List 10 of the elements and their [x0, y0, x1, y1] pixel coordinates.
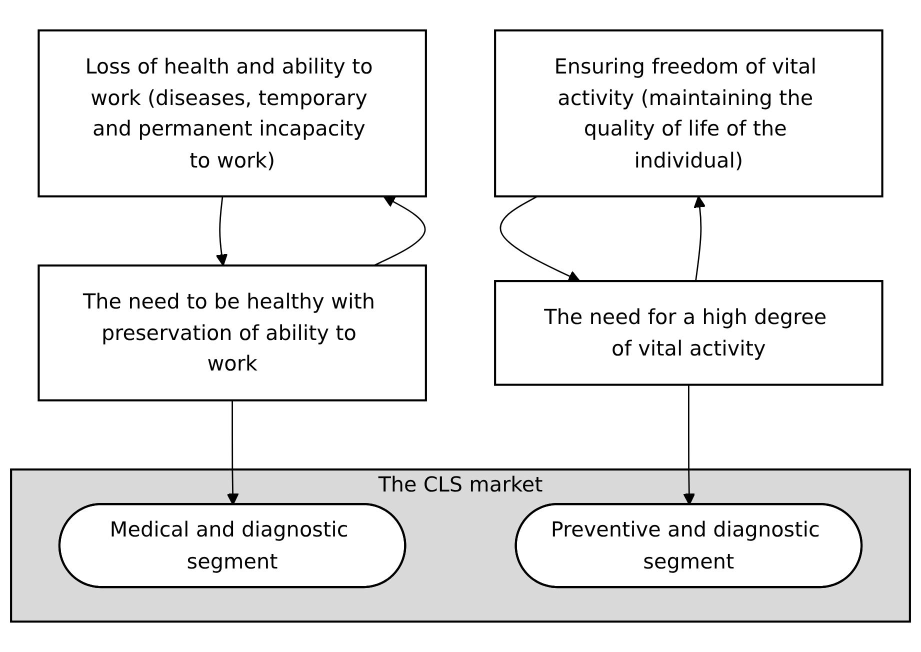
- arrow: [683, 384, 696, 506]
- arrow: [500, 196, 580, 282]
- node-box: Loss of health and ability to work (diseases, temporary and permanent incapacity to work): [38, 29, 427, 198]
- arrow: [374, 196, 426, 266]
- node-box: The need for a high degree of vital activity: [494, 280, 884, 386]
- arrow: [226, 400, 239, 506]
- node-box: The need to be healthy with preservation of ability to work: [38, 264, 427, 402]
- arrow: [216, 196, 228, 266]
- arrow: [694, 196, 706, 282]
- node-box: Ensuring freedom of vital activity (maintaining the quality of life of the individual): [494, 29, 884, 198]
